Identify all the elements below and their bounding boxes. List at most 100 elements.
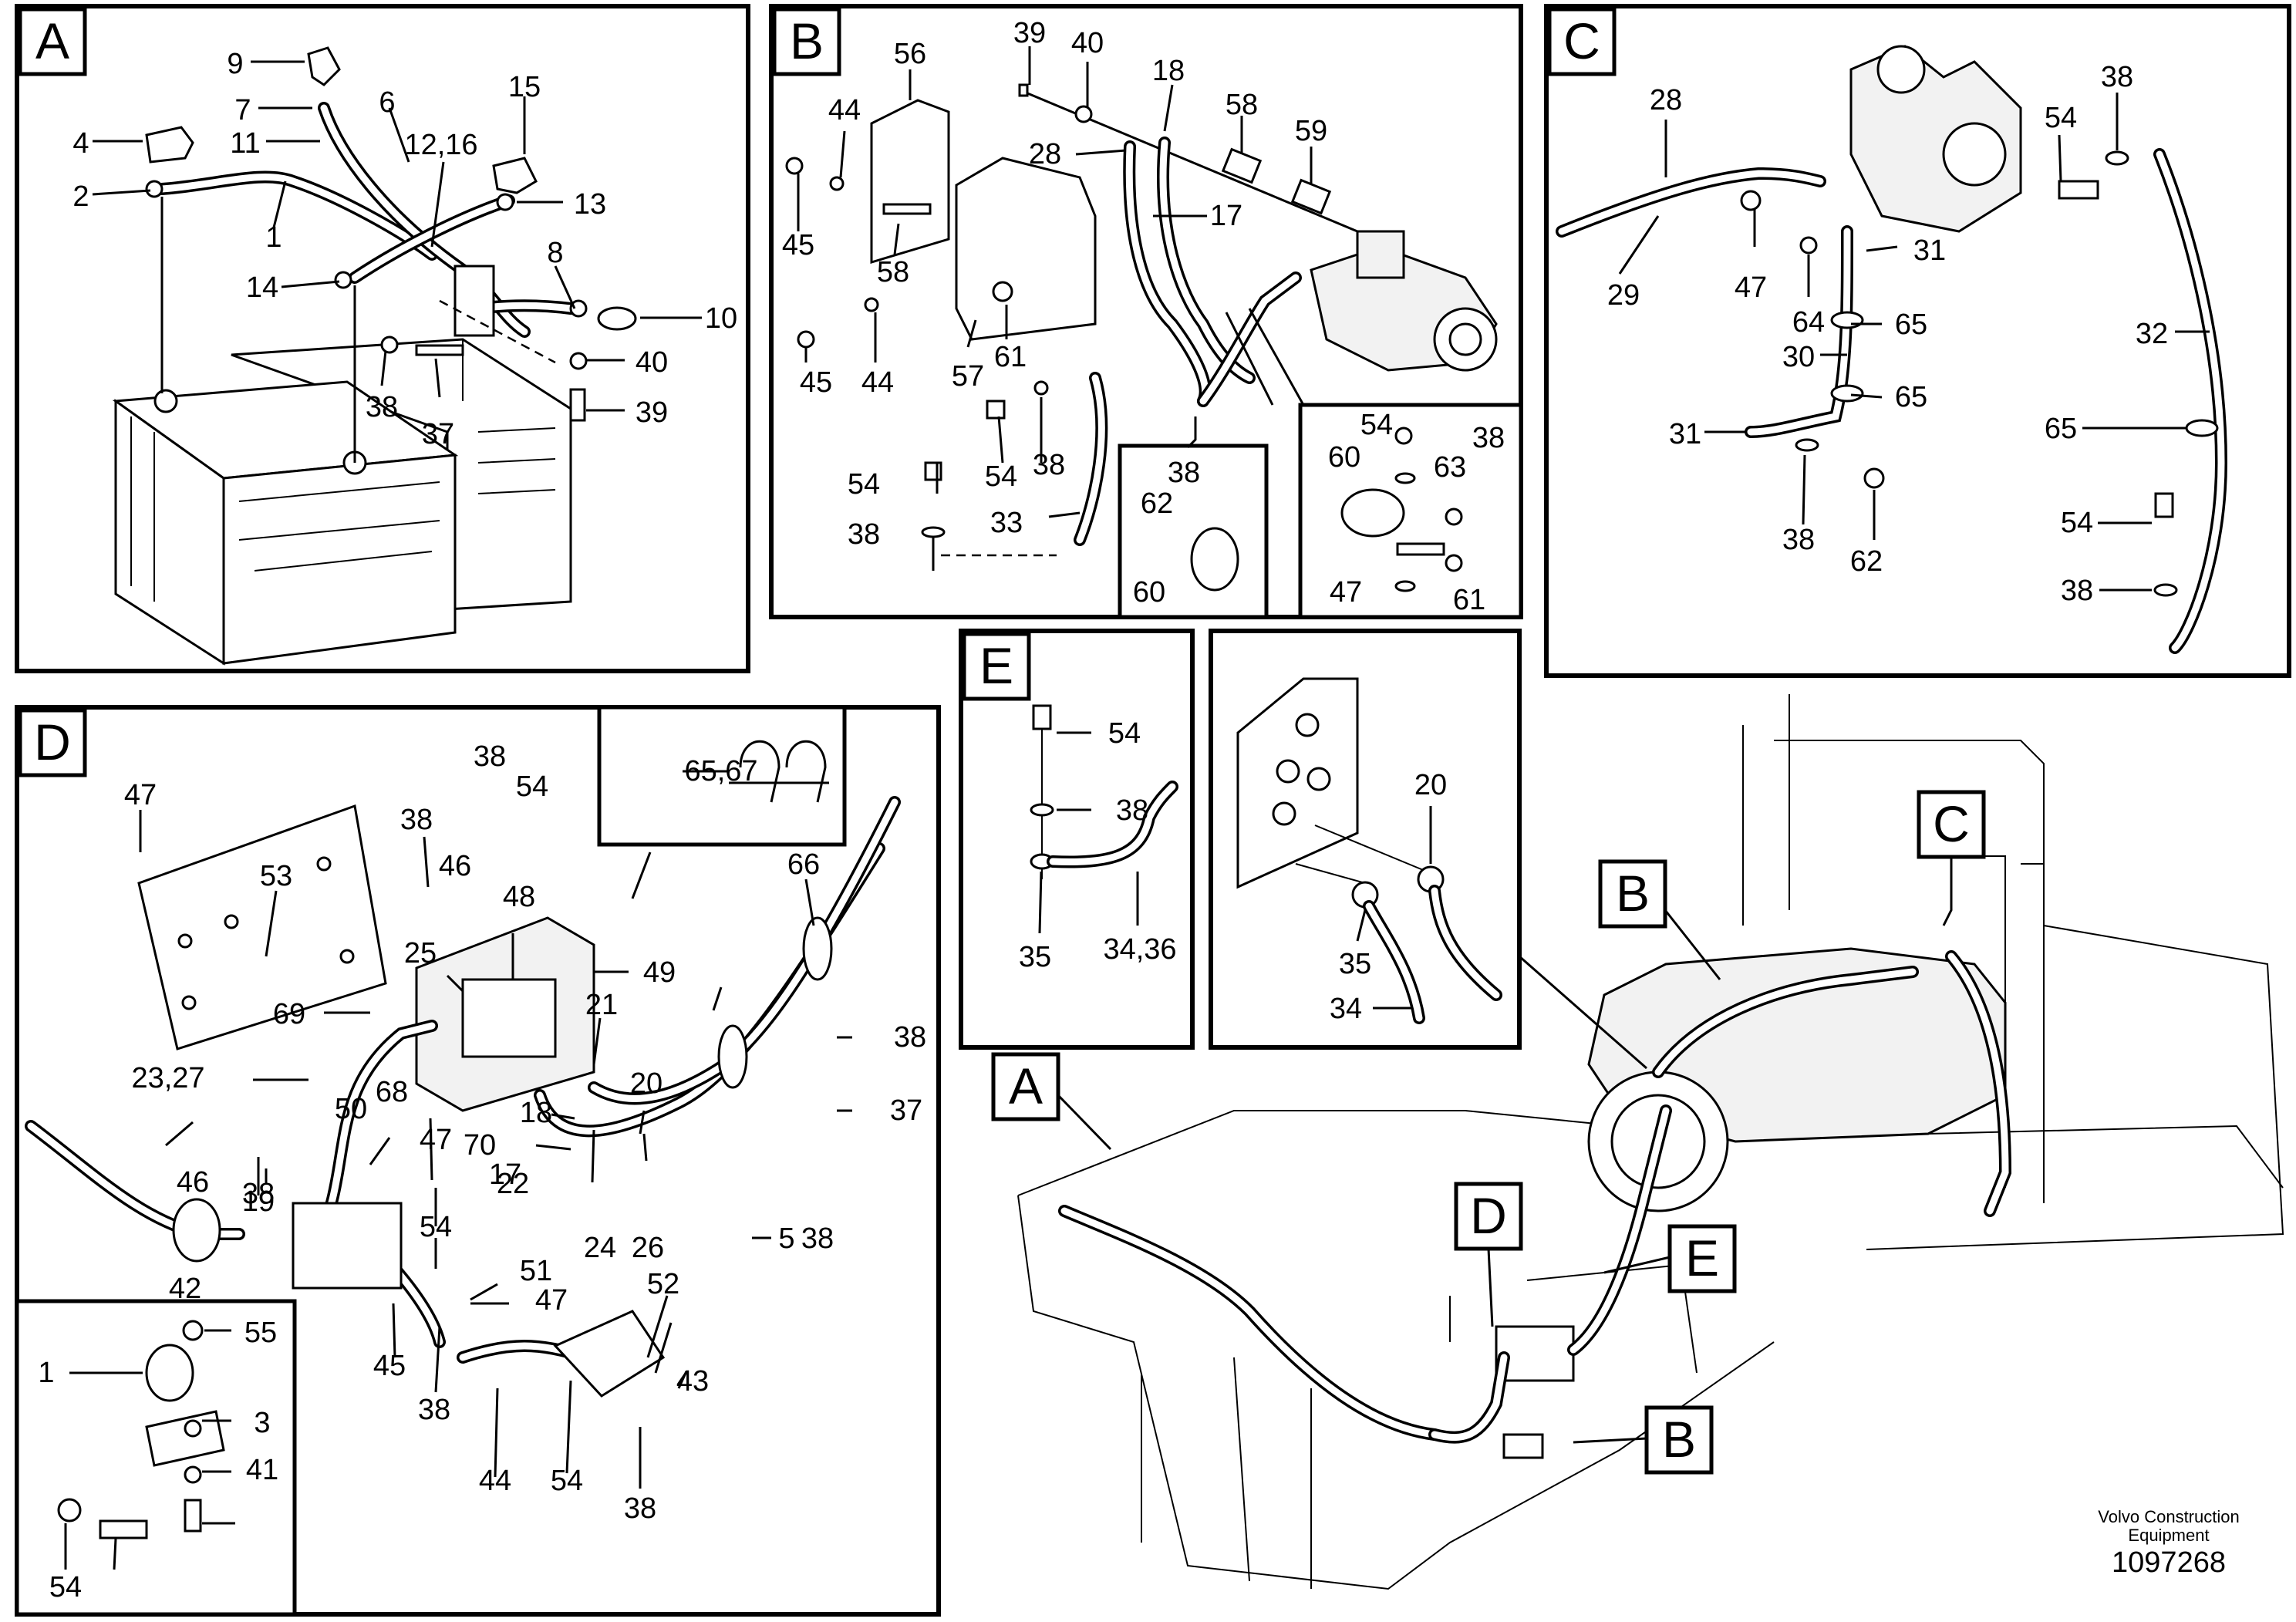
callout: 38 bbox=[400, 804, 433, 836]
callout: 47 bbox=[124, 779, 157, 811]
panel-a-tag-label: A bbox=[35, 12, 69, 69]
callout: 49 bbox=[643, 956, 676, 989]
overview-tag-b-bottom bbox=[1644, 1405, 1714, 1475]
overview-tag-a bbox=[991, 1052, 1060, 1121]
callout: 38 bbox=[894, 1021, 926, 1054]
callout: 40 bbox=[636, 346, 668, 379]
callout: 19 bbox=[242, 1185, 275, 1218]
panel-a: A bbox=[15, 4, 750, 673]
panel-b-callouts: 39 40 56 18 58 59 44 28 17 45 58 61 57 4… bbox=[782, 17, 1505, 616]
callout: 63 bbox=[1434, 451, 1466, 484]
callout: 65,67 bbox=[684, 755, 757, 787]
callout: 54 bbox=[2045, 102, 2077, 134]
starter-motor bbox=[1310, 230, 1498, 372]
callout: 45 bbox=[373, 1350, 406, 1382]
callout: 47 bbox=[420, 1124, 452, 1156]
panel-d-tag-label: D bbox=[34, 713, 71, 771]
callout: 54 bbox=[1108, 717, 1141, 750]
overview-tag-b-top-label: B bbox=[1616, 865, 1650, 922]
callout: 54 bbox=[2061, 507, 2093, 539]
callout: 58 bbox=[1226, 89, 1258, 121]
panel-d-cables bbox=[25, 796, 901, 1398]
panel-b-tag bbox=[772, 7, 841, 76]
clamp-detail bbox=[729, 740, 829, 803]
callout: 40 bbox=[1071, 27, 1104, 59]
callout: 34,36 bbox=[1103, 933, 1176, 966]
callout: 38 bbox=[1033, 449, 1065, 481]
engine-block-fragment bbox=[1236, 677, 1359, 889]
panel-a-callouts: 9 7 11 6 15 4 12,16 2 13 1 8 14 10 40 38… bbox=[72, 48, 737, 450]
panel-c-tag bbox=[1547, 7, 1617, 76]
callout: 17 bbox=[489, 1158, 521, 1191]
callout: 13 bbox=[574, 188, 606, 221]
callout: 20 bbox=[630, 1067, 663, 1100]
callout: 65 bbox=[2045, 413, 2077, 445]
callout: 15 bbox=[508, 71, 541, 103]
panel-b-cables bbox=[941, 91, 1358, 557]
panel-c-cables bbox=[1556, 148, 2228, 654]
callout: 43 bbox=[676, 1365, 709, 1398]
callout: 29 bbox=[1607, 279, 1640, 312]
callout: 28 bbox=[1650, 84, 1682, 116]
callout: 48 bbox=[503, 881, 535, 913]
callout: 26 bbox=[632, 1232, 664, 1264]
overview-tag-d bbox=[1454, 1182, 1523, 1251]
callout: 44 bbox=[479, 1465, 511, 1497]
panel-a-tag bbox=[18, 7, 87, 76]
callout: 8 bbox=[547, 237, 563, 269]
callout: 47 bbox=[535, 1284, 568, 1317]
callout: 38 bbox=[418, 1394, 450, 1426]
callout: 46 bbox=[439, 850, 471, 882]
callout: 62 bbox=[1850, 545, 1883, 578]
callout: 4 bbox=[72, 127, 89, 160]
callout: 54 bbox=[49, 1571, 82, 1603]
callout: 20 bbox=[1414, 769, 1447, 801]
detail-clamp bbox=[597, 705, 847, 847]
overview-tag-a-label: A bbox=[1009, 1057, 1043, 1114]
callout: 61 bbox=[1453, 584, 1485, 616]
mounting-plate bbox=[137, 804, 387, 1050]
callout: 31 bbox=[1913, 234, 1946, 267]
callout: 18 bbox=[1152, 55, 1185, 87]
panel-c: C bbox=[1544, 4, 2291, 678]
callout: 38 bbox=[474, 740, 506, 773]
callout: 3 bbox=[254, 1407, 270, 1439]
callout: 21 bbox=[585, 989, 618, 1021]
callout: 59 bbox=[1295, 115, 1327, 147]
callout: 12,16 bbox=[404, 129, 477, 161]
callout: 38 bbox=[366, 391, 398, 423]
brand-line-1: Volvo Construction bbox=[2098, 1507, 2239, 1526]
panel-c-tag-label: C bbox=[1563, 12, 1600, 69]
callout: 33 bbox=[990, 507, 1023, 539]
callout: 38 bbox=[1782, 524, 1815, 556]
callout: 38 bbox=[2101, 61, 2133, 93]
callout: 38 bbox=[1472, 422, 1505, 454]
callout: 38 bbox=[624, 1492, 656, 1525]
callout: 47 bbox=[1330, 576, 1362, 609]
callout: 39 bbox=[636, 396, 668, 429]
panel-e-parts bbox=[1030, 704, 1178, 879]
callout: 38 bbox=[801, 1222, 834, 1255]
callout: 22 bbox=[497, 1168, 529, 1200]
panel-d-callouts: 65,67 38 47 54 38 53 46 48 66 25 49 69 2… bbox=[38, 740, 926, 1603]
callout: 38 bbox=[848, 518, 880, 551]
fuse-box bbox=[415, 916, 595, 1112]
callout: 38 bbox=[2061, 575, 2093, 607]
callout: 45 bbox=[782, 229, 814, 261]
panel-d-leaders bbox=[139, 770, 852, 1489]
callout: 52 bbox=[647, 1268, 679, 1300]
battery-rear bbox=[231, 338, 572, 611]
overview-tag-b-bottom-label: B bbox=[1662, 1411, 1696, 1468]
panel-e-tag bbox=[962, 632, 1031, 701]
callout: 24 bbox=[584, 1232, 616, 1264]
callout: 54 bbox=[516, 771, 548, 803]
panel-b: B bbox=[769, 4, 1523, 619]
callout: 30 bbox=[1782, 341, 1815, 373]
callout: 34 bbox=[1330, 993, 1362, 1025]
callout: 31 bbox=[1669, 418, 1701, 450]
callout: 55 bbox=[244, 1317, 277, 1349]
callout: 56 bbox=[894, 38, 926, 70]
bracket-detail-leaders bbox=[64, 1329, 235, 1570]
panel-d-tag bbox=[18, 708, 87, 777]
